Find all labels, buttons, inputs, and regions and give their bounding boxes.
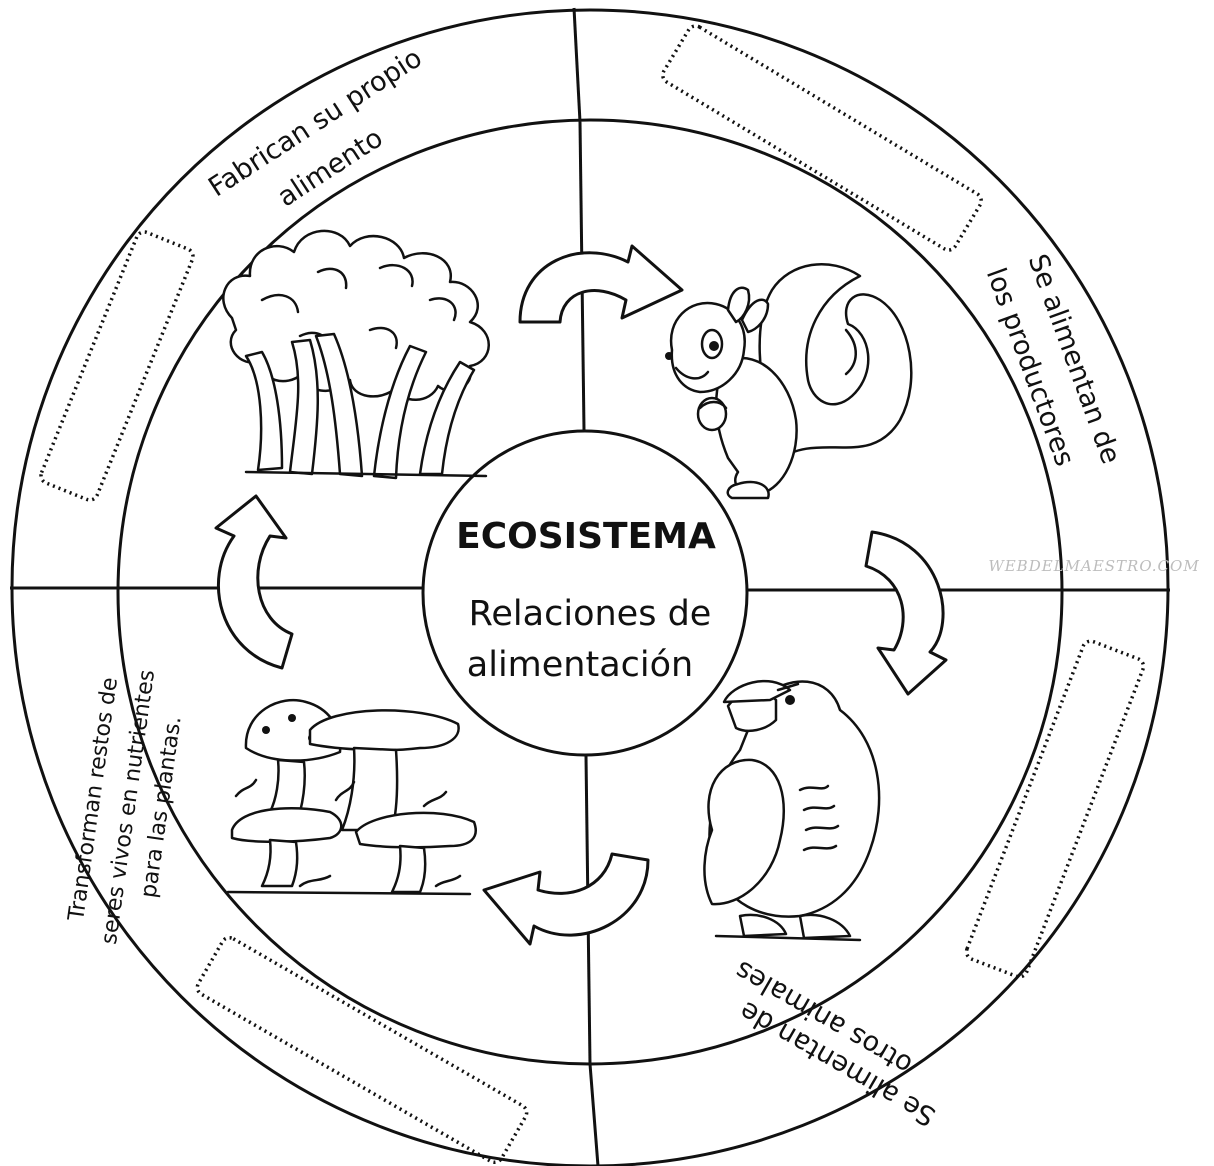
mushrooms-illustration (226, 698, 477, 896)
arrow-producers-to-herbivores (518, 244, 684, 324)
trees-illustration (222, 229, 490, 480)
center-subtitle-line1: Relaciones de (469, 594, 712, 634)
arrow-carnivores-to-decomposers (482, 852, 650, 946)
center-circle (421, 429, 749, 757)
arrow-decomposers-to-producers (214, 494, 294, 670)
divider-bottom (588, 1063, 600, 1166)
center-subtitle-line2: alimentación (467, 645, 693, 685)
answer-box-left[interactable] (39, 230, 196, 503)
watermark: WEBDELMAESTRO.COM (988, 557, 1199, 575)
answer-box-right[interactable] (964, 639, 1146, 979)
eagle-illustration (703, 680, 881, 942)
arrow-herbivores-to-carnivores (864, 530, 948, 696)
divider-top (572, 7, 582, 123)
center-title: ECOSISTEMA (456, 516, 716, 557)
squirrel-illustration (665, 263, 913, 500)
